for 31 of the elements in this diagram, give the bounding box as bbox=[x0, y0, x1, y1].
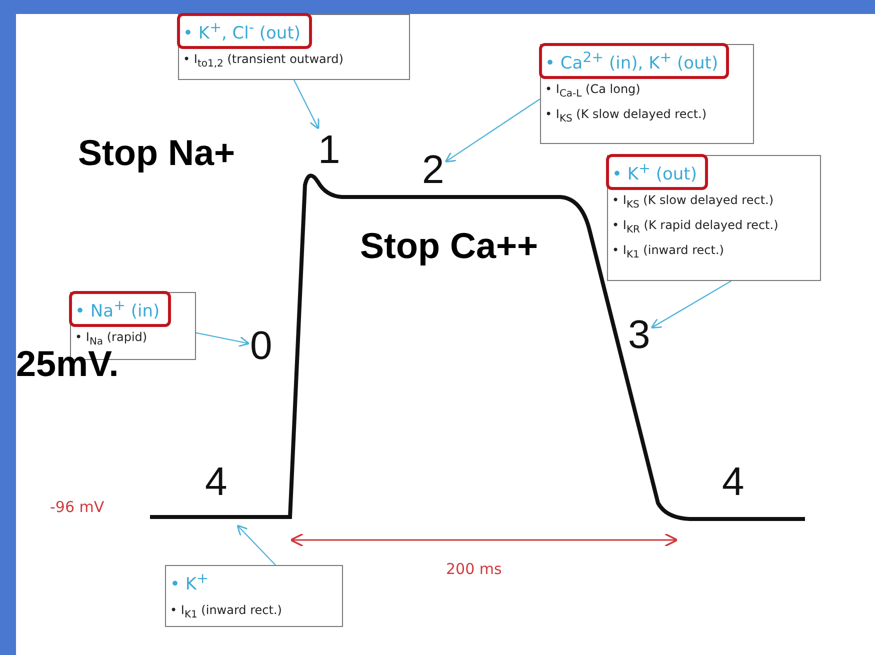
current-text: • I$_{K1}$ (inward rect.) bbox=[170, 602, 283, 622]
ion-text: • Na$^{+}$ (in) bbox=[69, 291, 171, 327]
ion-text: • K$^{+}$ (out) bbox=[606, 154, 708, 190]
annotation-box bbox=[178, 14, 410, 80]
current-text: • I$_{to1,2}$ (transient outward) bbox=[183, 50, 344, 72]
ion-text: • K$^{+}$, Cl$^{-}$ (out) bbox=[177, 13, 312, 49]
arrow bbox=[236, 524, 276, 566]
arrow bbox=[444, 98, 540, 163]
phase-number: 4 bbox=[205, 462, 228, 502]
annotation-box bbox=[165, 565, 343, 627]
current-text: • I$_{KR}$ (K rapid delayed rect.) bbox=[612, 217, 780, 238]
ion-text: • K$^{+}$ bbox=[169, 570, 210, 597]
stop-label: Stop Ca++ bbox=[360, 228, 538, 264]
phase-number: 1 bbox=[318, 130, 340, 170]
phase-number: 4 bbox=[722, 462, 744, 502]
phase-number: 0 bbox=[250, 326, 272, 366]
voltage-label: -96 mV bbox=[50, 500, 104, 515]
stop-label: Stop Na+ bbox=[78, 135, 236, 171]
arrow bbox=[293, 80, 320, 130]
annotation-box bbox=[607, 155, 821, 281]
current-text: • I$_{K1}$ (inward rect.) bbox=[612, 242, 725, 263]
arrow bbox=[650, 280, 732, 328]
annotation-box bbox=[540, 44, 754, 144]
ion-text: • Ca$^{2+}$ (in), K$^{+}$ (out) bbox=[539, 43, 730, 79]
phase-number: 2 bbox=[422, 150, 444, 190]
current-text: • I$_{KS}$ (K slow delayed rect.) bbox=[545, 106, 708, 126]
current-text: • I$_{Ca-L}$ (Ca long) bbox=[545, 80, 642, 102]
arrow bbox=[196, 332, 250, 348]
current-text: • I$_{KS}$ (K slow delayed rect.) bbox=[612, 192, 775, 212]
phase-number: 3 bbox=[628, 315, 650, 355]
duration-label: 200 ms bbox=[446, 562, 502, 577]
